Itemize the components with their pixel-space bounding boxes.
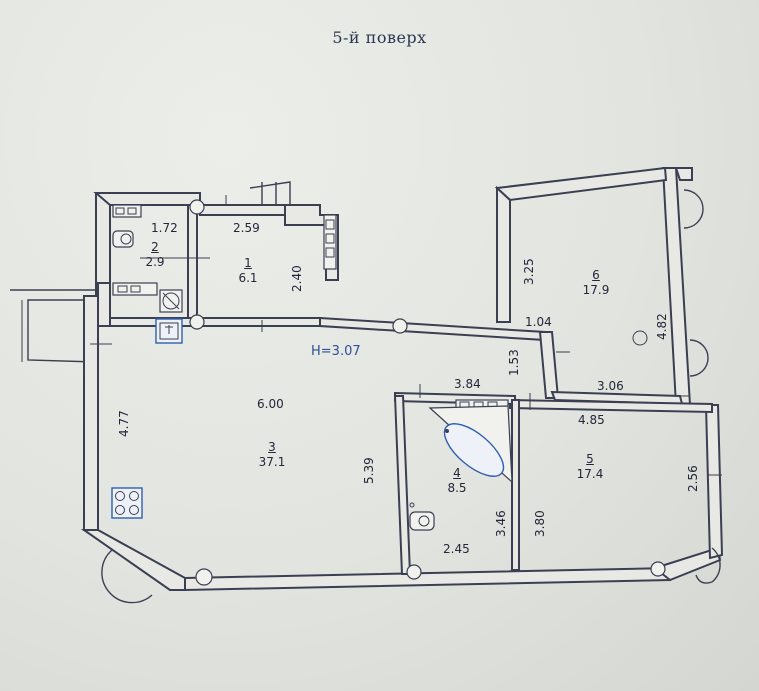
column-circle (632, 330, 648, 346)
wall-room5-north (509, 398, 713, 414)
floor-title: 5-й поверх (332, 28, 427, 47)
dim-4-77: 4.77 (117, 410, 131, 437)
column-circle (189, 199, 205, 215)
wall-west-main (83, 295, 99, 531)
room-area: 37.1 (258, 455, 286, 469)
dim-3-80: 3.80 (533, 510, 547, 537)
door-swing (695, 547, 721, 584)
dim-3-06: 3.06 (597, 379, 624, 393)
dim-2-40: 2.40 (290, 265, 304, 292)
room-label: 6 17.9 (576, 268, 616, 298)
room-area: 17.4 (576, 467, 604, 481)
wall-north-bath (93, 192, 201, 206)
dimension-ticks (90, 257, 722, 476)
wall-corridor-south (319, 316, 546, 342)
dim-3-84: 3.84 (454, 377, 481, 391)
wall-room4-west (393, 395, 412, 575)
room1-cabinets (225, 195, 337, 270)
room-number: 5 (586, 452, 594, 466)
column-circle (406, 564, 422, 580)
dim-5-39: 5.39 (362, 457, 376, 484)
wall-north-room1 (199, 204, 286, 216)
room-label: 1 6.1 (228, 256, 268, 286)
column-circle (195, 568, 213, 586)
room-area: 17.9 (582, 283, 610, 297)
wall-east-notch (674, 167, 693, 181)
bath4-fixtures (409, 399, 513, 531)
wall-room4-east (511, 399, 520, 571)
dim-1-72: 1.72 (151, 221, 178, 235)
stove-icon (111, 487, 143, 519)
wall-room6-west (496, 185, 511, 323)
room-label: 5 17.4 (570, 452, 610, 482)
room-number: 2 (151, 240, 159, 254)
dim-6-00: 6.00 (257, 397, 284, 411)
room-area: 8.5 (447, 481, 467, 495)
column-circle (189, 314, 205, 330)
room-area: 2.9 (145, 255, 165, 269)
room-label: 4 8.5 (437, 466, 477, 496)
door-swing (683, 189, 704, 229)
wall-southwest-diag (80, 529, 186, 591)
dim-3-25: 3.25 (522, 258, 536, 285)
door-swing (689, 339, 709, 377)
room-area: 6.1 (238, 271, 258, 285)
door-swings (101, 181, 721, 604)
room-number: 4 (453, 466, 461, 480)
wall-bath-room1 (187, 204, 198, 321)
dim-4-82: 4.82 (655, 313, 669, 340)
wall-step-1 (538, 331, 560, 399)
wall-room1-south (109, 317, 321, 327)
ceiling-height-label: H=3.07 (311, 344, 361, 359)
dim-4-85: 4.85 (578, 413, 605, 427)
room-label: 2 2.9 (135, 240, 175, 270)
bath2-fixtures (112, 204, 183, 313)
dim-2-59: 2.59 (233, 221, 260, 235)
wall-south (184, 566, 671, 592)
column-circle (392, 318, 408, 334)
room-number: 3 (268, 440, 276, 454)
wall-north-room6 (494, 166, 668, 202)
column-circle (650, 561, 666, 577)
room-number: 1 (244, 256, 252, 270)
dim-1-04: 1.04 (525, 315, 552, 329)
dim-2-45: 2.45 (443, 542, 470, 556)
wall-west-upper (95, 192, 111, 297)
room-number: 6 (592, 268, 600, 282)
room-label: 3 37.1 (252, 440, 292, 470)
kitchen-sink-icon (155, 318, 183, 344)
wall-service-block (97, 282, 111, 327)
window-stub (249, 181, 291, 205)
dim-1-53: 1.53 (507, 349, 521, 376)
dim-2-56: 2.56 (686, 465, 700, 492)
balcony-left (10, 289, 99, 363)
dim-3-46: 3.46 (494, 510, 508, 537)
door-swing (101, 549, 153, 604)
wall-east-lower (704, 404, 724, 560)
wall-east-upper (661, 167, 692, 406)
